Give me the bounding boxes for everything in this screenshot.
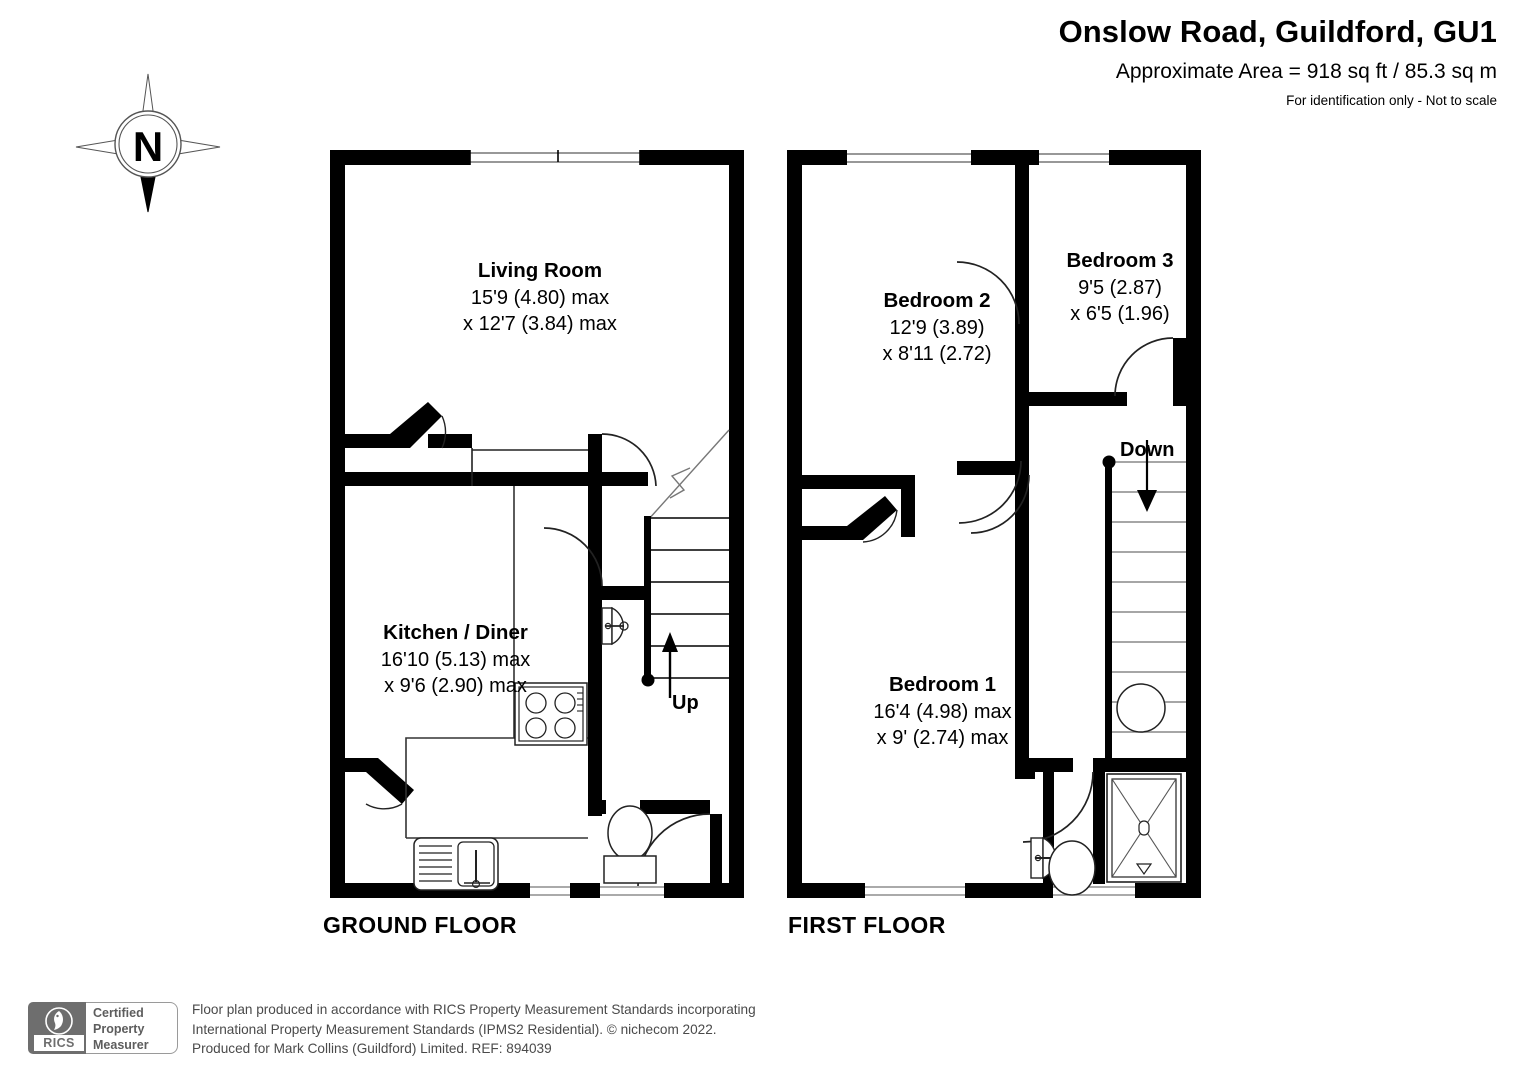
living-room-window xyxy=(469,150,641,165)
compass-north-icon: N xyxy=(75,73,221,213)
first-floor-walls xyxy=(787,150,1201,898)
first-floor-plan xyxy=(787,150,1201,898)
staircase-down xyxy=(1102,440,1186,760)
bedroom3-window xyxy=(1039,150,1109,165)
ground-floor-internal-walls xyxy=(330,402,722,884)
stairs-up-label: Up xyxy=(672,692,699,714)
room-dimension-2: x 6'5 (1.96) xyxy=(1070,302,1170,325)
ground-floor-door-swings xyxy=(365,415,711,887)
room-name: Bedroom 3 xyxy=(1066,249,1174,272)
rear-door-opening xyxy=(600,883,664,898)
room-label-kitchen-diner: Kitchen / Diner 16'10 (5.13) max x 9'6 (… xyxy=(338,620,573,699)
room-name: Living Room xyxy=(477,259,603,282)
wc-toilet-icon xyxy=(603,805,657,884)
floor-label-first: FIRST FLOOR xyxy=(788,912,946,938)
room-label-living-room: Living Room 15'9 (4.80) max x 12'7 (3.84… xyxy=(395,258,685,337)
first-floor-internal-walls xyxy=(787,165,1187,884)
wc-basin-icon xyxy=(601,606,629,646)
header: Onslow Road, Guildford, GU1 Approximate … xyxy=(1059,14,1497,108)
bedroom2-door-arc xyxy=(958,460,1022,524)
badge-line-3: Measurer xyxy=(93,1038,149,1053)
rics-wordmark: RICS xyxy=(34,1035,84,1051)
footer: RICS Certified Property Measurer Floor p… xyxy=(28,1000,788,1062)
room-dimension-1: 16'10 (5.13) max xyxy=(380,648,531,671)
footer-line-1: Floor plan produced in accordance with R… xyxy=(192,1002,756,1017)
room-label-bedroom-3: Bedroom 3 9'5 (2.87) x 6'5 (1.96) xyxy=(1022,248,1218,327)
bedroom1-window xyxy=(865,883,965,898)
approximate-area: Approximate Area = 918 sq ft / 85.3 sq m xyxy=(1115,59,1497,83)
room-dimension-1: 12'9 (3.89) xyxy=(889,316,985,339)
identification-note: For identification only - Not to scale xyxy=(1286,92,1497,108)
rics-badge-text: Certified Property Measurer xyxy=(86,1002,178,1054)
bathroom-toilet-icon xyxy=(1048,840,1096,896)
staircase-up xyxy=(641,429,730,698)
room-dimension-2: x 12'7 (3.84) max xyxy=(463,312,617,335)
room-name: Kitchen / Diner xyxy=(383,621,528,644)
page-title: Onslow Road, Guildford, GU1 xyxy=(1058,14,1497,49)
kitchen-window xyxy=(530,883,570,898)
room-label-bedroom-1: Bedroom 1 16'4 (4.98) max x 9' (2.74) ma… xyxy=(810,672,1075,751)
rics-lion-icon xyxy=(45,1007,73,1035)
room-dimension-2: x 9' (2.74) max xyxy=(876,726,1009,749)
stairs-down-label: Down xyxy=(1120,439,1175,461)
room-name: Bedroom 1 xyxy=(888,673,997,696)
ground-floor-plan xyxy=(330,150,744,898)
room-dimension-1: 9'5 (2.87) xyxy=(1078,276,1162,299)
bath-shower-icon xyxy=(1106,773,1182,883)
rics-certified-badge: RICS Certified Property Measurer xyxy=(28,1002,178,1054)
footer-disclaimer: Floor plan produced in accordance with R… xyxy=(192,1000,756,1059)
room-dimension-2: x 8'11 (2.72) xyxy=(882,342,992,365)
footer-line-3: Produced for Mark Collins (Guildford) Li… xyxy=(192,1041,552,1056)
room-name: Bedroom 2 xyxy=(883,289,991,312)
floor-label-ground: GROUND FLOOR xyxy=(323,912,517,938)
footer-line-2: International Property Measurement Stand… xyxy=(192,1021,717,1037)
hob-icon xyxy=(514,682,588,746)
room-label-bedroom-2: Bedroom 2 12'9 (3.89) x 8'11 (2.72) xyxy=(828,288,1046,367)
bedroom2-window xyxy=(847,150,971,165)
room-dimension-1: 15'9 (4.80) max xyxy=(470,286,610,309)
kitchen-sink-icon xyxy=(413,837,499,891)
svg-text:N: N xyxy=(133,123,163,170)
water-cylinder-icon xyxy=(1116,683,1166,733)
room-dimension-1: 16'4 (4.98) max xyxy=(873,700,1012,723)
room-dimension-2: x 9'6 (2.90) max xyxy=(384,674,527,697)
badge-line-1: Certified xyxy=(93,1006,144,1020)
badge-line-2: Property xyxy=(93,1022,145,1037)
living-room-alcove-ledge xyxy=(471,448,588,486)
